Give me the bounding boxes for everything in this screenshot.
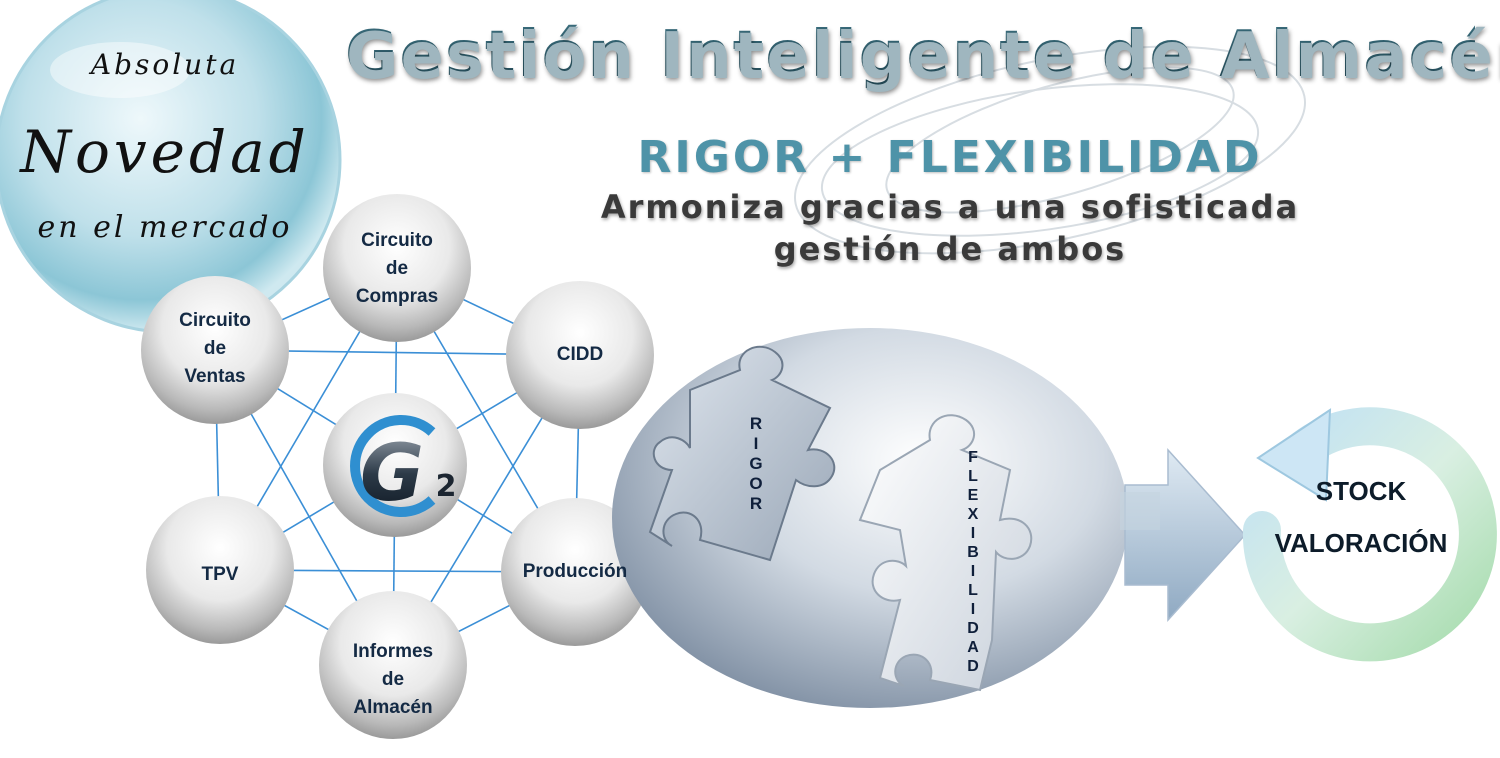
puzzle-letter: X bbox=[967, 506, 979, 523]
puzzle-letter: R bbox=[749, 414, 763, 433]
puzzle-letter: G bbox=[749, 454, 763, 473]
node-label-produccion[interactable]: Producción bbox=[500, 558, 650, 586]
node-label-cidd[interactable]: CIDD bbox=[505, 341, 655, 369]
puzzle-piece-flexibilidad bbox=[858, 414, 1033, 692]
node-label-line: TPV bbox=[201, 564, 239, 585]
result-line-2: VALORACIÓN bbox=[1274, 528, 1448, 558]
puzzle-letter: L bbox=[968, 468, 978, 485]
puzzle-letter: I bbox=[753, 434, 759, 453]
puzzle-letter: I bbox=[970, 525, 976, 542]
result-arrow-shadow bbox=[1120, 492, 1160, 530]
page-tagline: Armoniza gracias a una sofisticada gesti… bbox=[580, 186, 1320, 270]
node-label-line: Circuito bbox=[361, 230, 433, 251]
node-label-line: Producción bbox=[522, 561, 628, 582]
node-sphere-compras bbox=[323, 194, 471, 342]
bubble-line-1: Absoluta bbox=[90, 48, 240, 81]
puzzle-letter: I bbox=[970, 601, 976, 618]
node-label-line: Compras bbox=[355, 286, 439, 307]
tagline-line-1: Armoniza gracias a una sofisticada bbox=[600, 188, 1300, 226]
node-label-line: Informes bbox=[352, 641, 434, 662]
node-label-line: Circuito bbox=[179, 310, 251, 331]
tagline-line-2: gestión de ambos bbox=[773, 230, 1127, 268]
cycle-ring bbox=[1242, 407, 1497, 662]
node-label-tpv[interactable]: TPV bbox=[145, 561, 295, 589]
puzzle-letter: E bbox=[967, 487, 979, 504]
node-label-line: de bbox=[203, 338, 227, 359]
logo-g-letter: G bbox=[360, 429, 424, 519]
result-arrow bbox=[1124, 448, 1247, 622]
node-sphere-ventas bbox=[141, 276, 289, 424]
node-label-line: Ventas bbox=[184, 366, 246, 387]
result-line-1: STOCK bbox=[1315, 476, 1407, 506]
decorative-swirl bbox=[793, 45, 1307, 255]
puzzle-letter: A bbox=[967, 639, 979, 656]
puzzle-letter: D bbox=[967, 658, 979, 675]
puzzle-piece-rigor bbox=[648, 345, 836, 562]
puzzle-letter: L bbox=[968, 582, 978, 599]
node-label-line: Almacén bbox=[353, 697, 433, 718]
bubble-line-3: en el mercado bbox=[37, 210, 293, 245]
puzzle-letter: I bbox=[970, 563, 976, 580]
puzzle-letter: O bbox=[749, 474, 763, 493]
puzzle-letter: B bbox=[967, 544, 979, 561]
page-title: Gestión Inteligente de Almacén bbox=[345, 18, 1500, 108]
node-sphere-cidd bbox=[506, 281, 654, 429]
page-subtitle: RIGOR + FLEXIBILIDAD bbox=[637, 132, 1263, 183]
puzzle-letter: D bbox=[967, 620, 979, 637]
bubble-line-2: Novedad bbox=[20, 118, 310, 186]
g2-logo: G 2 bbox=[323, 393, 467, 537]
bubble-highlight bbox=[50, 42, 190, 98]
node-sphere-informes bbox=[319, 591, 467, 739]
node-label-line: de bbox=[381, 669, 405, 690]
network-spheres bbox=[141, 194, 654, 739]
node-label-line: de bbox=[385, 258, 409, 279]
puzzle-letter: F bbox=[968, 449, 978, 466]
logo-2-digit: 2 bbox=[436, 469, 457, 504]
node-label-line: CIDD bbox=[556, 344, 604, 365]
node-sphere-tpv bbox=[146, 496, 294, 644]
puzzle-letter: R bbox=[749, 494, 763, 513]
node-sphere-produccion bbox=[501, 498, 649, 646]
